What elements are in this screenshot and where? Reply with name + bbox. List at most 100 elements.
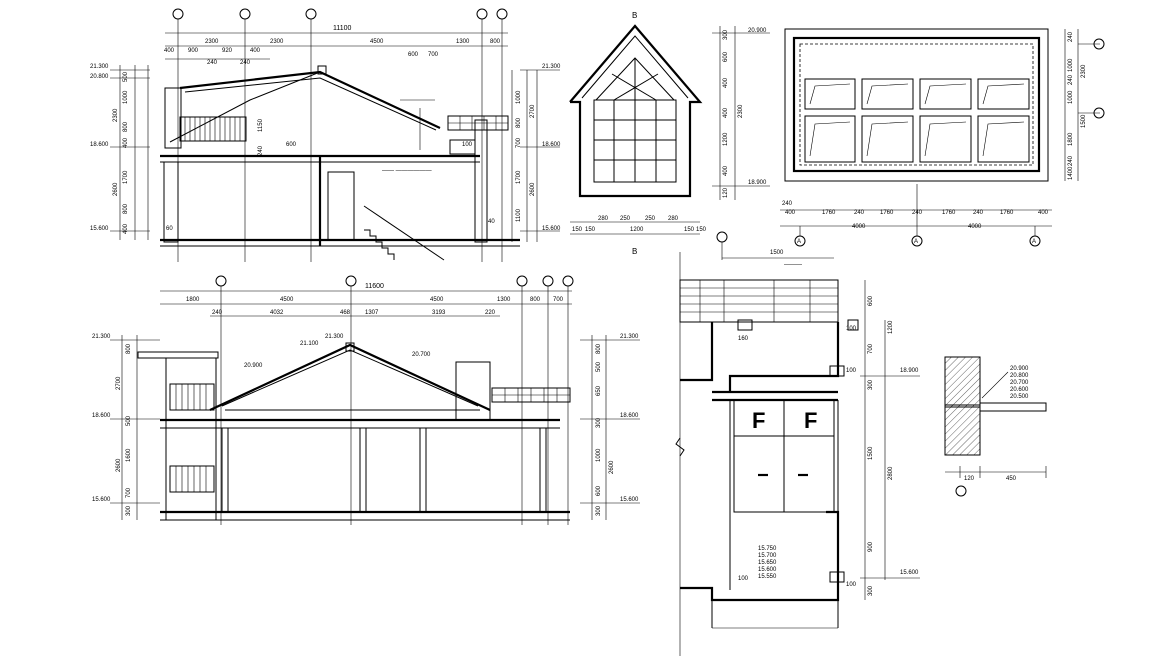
dormer-right-dim-3: 400 [723,77,729,88]
top-left-level-4: 15.600 [90,226,109,232]
top-sub-7: 600 [408,52,419,58]
top-left-dim-5: 400 [123,137,129,148]
window-axis-3: A [1032,239,1036,245]
top-right-level-2: 18.600 [542,142,561,148]
top-inner-dim-1: 1150 [258,118,264,132]
top-inner-dim-5: 40 [488,219,495,225]
door-section-detail: 1500 ——— 160 F F 15.750 15 [675,231,920,656]
top-left-dim-2: 1000 [123,90,129,104]
window-bottom-dim-1: 240 [782,201,793,207]
top-right-dim-4: 700 [516,137,522,148]
slab-hatch [944,404,981,456]
top-left-dim-3: 2300 [113,108,119,122]
top-right-level-1: 21.300 [542,64,561,70]
window-right-dim-1: 240 [1068,31,1074,42]
top-inner-dim-6: 60 [166,226,173,232]
window-axis-2: A [914,239,918,245]
wall-dim-2: 450 [1006,476,1017,482]
top-note-1: —— —————— [382,168,432,174]
window-right-dim-5: 2300 [1081,64,1087,78]
bottom-axis-bubbles [215,275,574,525]
bottom-span-1: 1800 [186,297,200,303]
bottom-inner-level-3: 21.300 [325,334,344,340]
bottom-right-level-1: 21.300 [620,334,639,340]
top-span-3: 4500 [370,39,384,45]
bottom-left-levels: 21.300 18.600 15.600 800 2700 500 2600 1… [92,334,160,520]
window-bottom-dim-6: 240 [912,210,923,216]
detail-letter-2: F [804,408,817,433]
detail-level-1: 18.900 [900,368,919,374]
bottom-left-level-2: 18.600 [92,413,111,419]
bottom-sub-1: 240 [212,310,223,316]
bottom-left-level-1: 21.300 [92,334,111,340]
top-inner-dim-4: 100 [462,142,473,148]
detail-right-dim-8: 300 [868,585,874,596]
bottom-left-dim-5: 1600 [126,448,132,462]
detail-note-level-3: 15.650 [758,560,777,566]
detail-right-dim-3: 700 [868,343,874,354]
detail-small-dim-2: 100 [738,576,749,582]
bottom-right-dim-5: 1000 [596,448,602,462]
window-right-dim-7: 1800 [1068,132,1074,146]
top-right-dim-2: 2700 [530,104,536,118]
detail-right-dim-2: 1200 [888,320,894,334]
window-right-dim-6: 1500 [1081,114,1087,128]
window-right-dim-8: 240 [1068,155,1074,166]
top-span-2: 2300 [270,39,284,45]
bottom-building-section: 11600 1800 4500 4500 1300 800 700 240 40… [92,275,640,525]
top-right-dim-6: 2600 [530,182,536,196]
top-stair [363,205,445,261]
top-right-dim-3: 800 [516,117,522,128]
detail-small-dim-4: 100 [846,368,857,374]
dormer-right-dim-8: 120 [723,187,729,198]
dormer-bottom-dim-1: 280 [598,216,609,222]
bottom-sub-3: 468 [340,310,351,316]
top-span-1: 2300 [205,39,219,45]
bottom-sub-4: 1307 [365,310,379,316]
dormer-right-dim-2: 600 [723,51,729,62]
top-right-dim-7: 1100 [516,208,522,222]
top-span-4: 1300 [456,39,470,45]
detail-note-level-2: 15.700 [758,553,777,559]
detail-right-dim-4: 300 [868,379,874,390]
bottom-right-dim-7: 600 [596,485,602,496]
bottom-span-6: 700 [553,297,564,303]
window-axis-1: A [797,239,801,245]
top-right-levels: 21.300 18.600 15.600 1000 2700 800 700 1… [511,64,561,242]
window-panes [804,78,1030,163]
top-left-level-2: 20.800 [90,74,109,80]
dormer-bottom-dim-6: 150 [585,227,596,233]
bottom-total-dim: 11600 [365,283,384,290]
detail-letter-1: F [752,408,765,433]
detail-small-dim-3: 100 [846,326,857,332]
top-roof-rail [447,115,509,131]
wall-hatch [944,356,981,408]
top-inner-dim-3: 600 [286,142,297,148]
window-bottom-dim-5: 1760 [880,210,894,216]
bottom-left-dim-1: 800 [126,343,132,354]
wall-slab-detail: 120 450 20.900 20.800 20.700 20.600 20.5… [944,356,1047,497]
bottom-left-dim-7: 300 [126,505,132,516]
dormer-bottom-dim-7: 1200 [630,227,644,233]
top-sub-4: 400 [250,48,261,54]
top-building-section: 11100 2300 2300 4500 1300 800 400 900 92… [90,8,561,262]
bottom-left-dim-4: 2600 [116,458,122,472]
top-right-level-3: 15.600 [542,226,561,232]
top-left-dim-7: 2600 [113,182,119,196]
detail-roof-tiles [679,279,839,323]
top-left-level-1: 21.300 [90,64,109,70]
wall-dim-1: 120 [964,476,975,482]
window-total-1: 4000 [852,224,866,230]
bottom-right-dim-8: 300 [596,505,602,516]
top-sub-2: 900 [188,48,199,54]
top-axis-bubbles [172,8,508,262]
window-bottom-dim-7: 1760 [942,210,956,216]
bottom-right-dim-6: 2600 [609,460,615,474]
detail-note-1: ——— [784,262,802,268]
top-left-dim-6: 1700 [123,170,129,184]
bottom-left-dim-6: 700 [126,487,132,498]
dormer-mark-bottom: B [632,247,637,256]
window-bottom-dim-3: 1760 [822,210,836,216]
top-left-level-3: 18.600 [90,142,109,148]
top-left-dim-8: 800 [123,203,129,214]
